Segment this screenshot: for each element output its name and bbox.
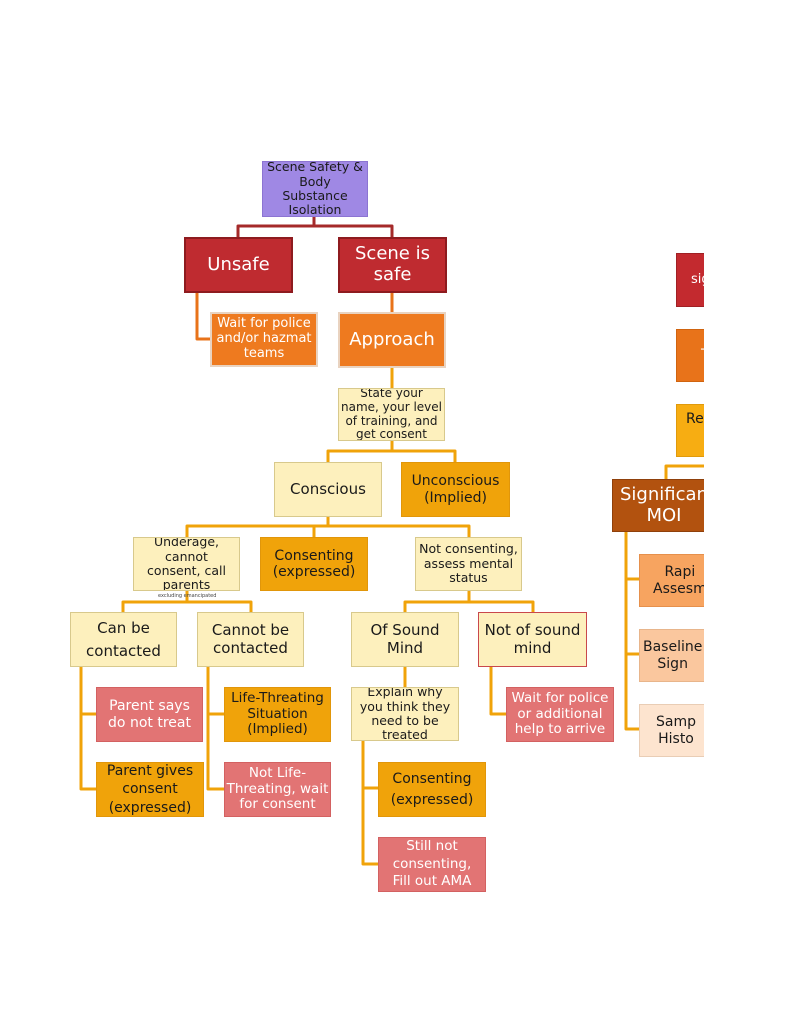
node-approach-label: Approach <box>349 328 435 350</box>
node-explain-why-label: Explain why you think they need to be tr… <box>359 687 451 741</box>
node-parent-says-no: Parent says do not treat <box>96 687 203 742</box>
node-unsafe: Unsafe <box>184 237 293 293</box>
node-right-sig-label: sig <box>691 271 704 287</box>
node-state-name-label: State your name, your level of training,… <box>341 388 442 441</box>
connector-explain-children <box>361 741 378 866</box>
diagram-area: Scene Safety & Body Substance Isolation … <box>70 161 704 892</box>
node-explain-why: Explain why you think they need to be tr… <box>351 687 459 741</box>
node-cannot-be-contacted: Cannot be contacted <box>197 612 304 667</box>
underage-note: excluding emancipated <box>158 593 217 599</box>
node-not-life-threatening-label: Not Life- Threating, wait for consent <box>226 765 329 813</box>
connector-right-top <box>664 464 704 479</box>
node-cannot-be-contacted-label: Cannot be contacted <box>211 621 290 657</box>
connector-conscious-split <box>185 516 471 537</box>
node-scene-is-safe: Scene is safe <box>338 237 447 293</box>
node-unsafe-label: Unsafe <box>207 253 270 275</box>
node-wait-police-help: Wait for police or additional help to ar… <box>506 687 614 742</box>
node-right-re: Re <box>676 404 704 457</box>
node-right-t-label: T <box>701 347 704 363</box>
node-conscious: Conscious <box>274 462 382 517</box>
node-scene-safety: Scene Safety & Body Substance Isolation <box>262 161 368 217</box>
node-conscious-label: Conscious <box>290 479 366 498</box>
node-parent-gives-consent: Parent gives consent (expressed) <box>96 762 204 817</box>
node-not-of-sound-mind-label: Not of sound mind <box>484 621 581 657</box>
node-unconscious-label: Unconscious (Implied) <box>411 473 500 506</box>
connector-notconsent-split <box>403 591 535 612</box>
node-rapid-assessment-label: Rapi Assesm <box>653 564 704 597</box>
node-consenting-expressed-2-label: Consenting (expressed) <box>390 770 474 808</box>
node-consenting-expressed: Consenting (expressed) <box>260 537 368 591</box>
node-consenting-expressed-label: Consenting (expressed) <box>272 547 356 580</box>
node-parent-says-no-label: Parent says do not treat <box>108 698 191 731</box>
node-right-re-label: Re <box>686 411 704 427</box>
node-baseline-signs-label: Baseline Sign <box>643 639 703 672</box>
node-state-name: State your name, your level of training,… <box>338 388 445 441</box>
node-wait-police-hazmat: Wait for police and/or hazmat teams <box>210 312 318 367</box>
connector-right-children <box>624 530 639 731</box>
node-unconscious: Unconscious (Implied) <box>401 462 510 517</box>
node-still-not-consenting: Still not consenting, Fill out AMA <box>378 837 486 892</box>
node-wait-police-hazmat-label: Wait for police and/or hazmat teams <box>216 316 312 361</box>
node-wait-police-help-label: Wait for police or additional help to ar… <box>511 690 609 738</box>
node-not-consenting-label: Not consenting, assess mental status <box>419 541 518 586</box>
node-scene-is-safe-label: Scene is safe <box>355 243 430 285</box>
node-right-t: T <box>676 329 704 382</box>
node-underage: Underage, cannot consent, call parents <box>133 537 240 591</box>
node-significant-moi-label: Significan MOI <box>620 483 704 526</box>
connector-unsafe-wait <box>195 292 211 341</box>
node-right-sig: sig <box>676 253 704 307</box>
connector-state-split <box>326 441 457 462</box>
node-scene-safety-label: Scene Safety & Body Substance Isolation <box>267 161 363 217</box>
connector-underage-split <box>121 591 253 612</box>
node-baseline-signs: Baseline Sign <box>639 629 704 682</box>
node-still-not-consenting-label: Still not consenting, Fill out AMA <box>392 838 472 890</box>
node-can-be-contacted: Can be contacted <box>70 612 177 667</box>
node-of-sound-mind: Of Sound Mind <box>351 612 459 667</box>
node-parent-gives-consent-label: Parent gives consent (expressed) <box>106 763 194 816</box>
node-life-threatening: Life-Threating Situation (Implied) <box>224 687 331 742</box>
node-can-be-contacted-label: Can be contacted <box>86 619 161 660</box>
node-sample-history: Samp Histo <box>639 704 704 757</box>
node-not-of-sound-mind: Not of sound mind <box>478 612 587 667</box>
node-rapid-assessment: Rapi Assesm <box>639 554 704 607</box>
connector-cannot-contact-children <box>206 666 224 791</box>
node-approach: Approach <box>338 312 446 368</box>
connector-can-contact-children <box>79 666 96 791</box>
connector-scene-safety-split <box>236 216 394 237</box>
node-not-consenting: Not consenting, assess mental status <box>415 537 522 591</box>
node-life-threatening-label: Life-Threating Situation (Implied) <box>231 690 324 738</box>
node-sample-history-label: Samp Histo <box>656 714 696 747</box>
node-significant-moi: Significan MOI <box>612 479 704 532</box>
node-of-sound-mind-label: Of Sound Mind <box>370 621 440 657</box>
connector-notsound-wait <box>489 666 506 716</box>
node-underage-label: Underage, cannot consent, call parents <box>147 537 226 591</box>
node-not-life-threatening: Not Life- Threating, wait for consent <box>224 762 331 817</box>
node-consenting-expressed-2: Consenting (expressed) <box>378 762 486 817</box>
